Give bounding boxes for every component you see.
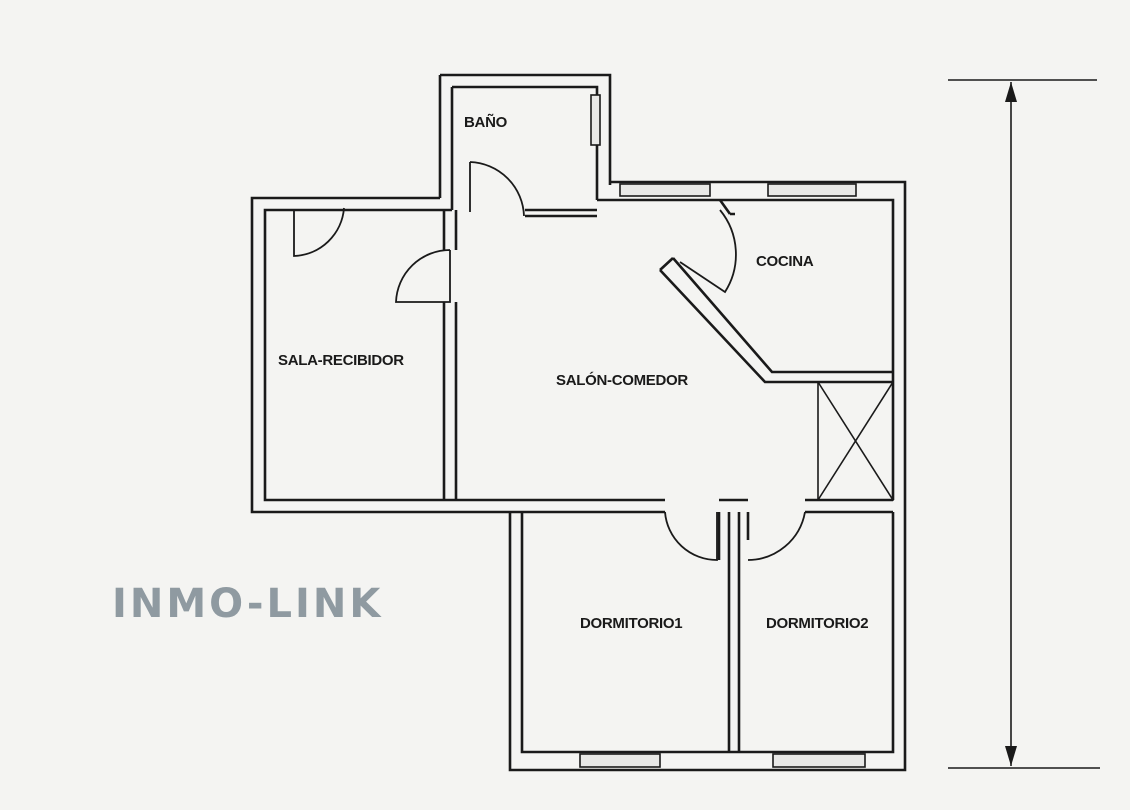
room-label-salon-comedor: SALÓN-COMEDOR [556,371,688,389]
interior-walls [442,199,893,752]
dimension-line [948,79,1100,769]
bedroom1-window [579,753,661,768]
windows [579,94,866,768]
bedroom2-window [772,753,866,768]
sala-door [395,249,451,303]
room-label-bano: BAÑO [464,113,508,131]
room-label-cocina: COCINA [756,253,814,270]
watermark-logo: INMO-LINK [112,581,383,627]
kitchen-window-left [619,183,711,197]
kitchen-door [679,209,737,294]
entrance-door [293,207,345,257]
exterior-walls [250,73,907,772]
room-label-dormitorio1: DORMITORIO1 [580,615,682,632]
kitchen-window-right [767,183,857,197]
room-label-sala-recibidor: SALA-RECIBIDOR [278,352,404,369]
bathroom-window [590,94,601,146]
room-label-dormitorio2: DORMITORIO2 [766,615,868,632]
ventilation-shaft [817,381,894,501]
bedroom1-door [664,511,718,561]
bathroom-door [469,161,525,217]
doors [293,161,806,561]
bedroom2-door [747,511,806,561]
